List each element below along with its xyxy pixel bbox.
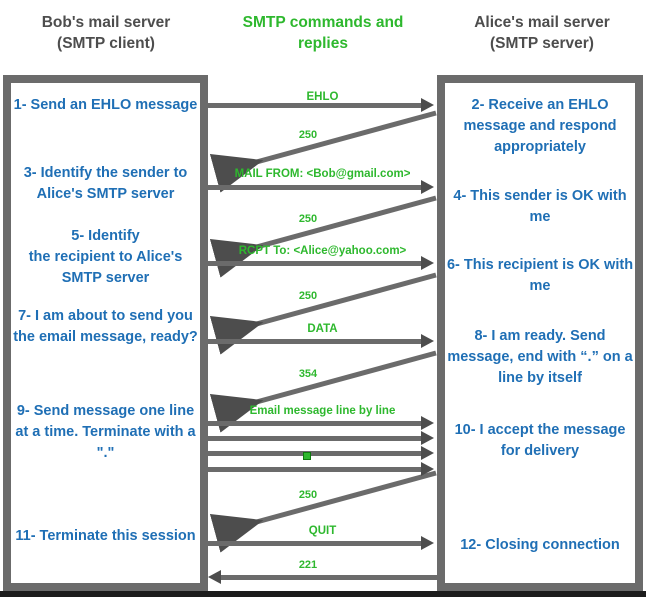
bottom-strip (0, 591, 646, 597)
arrow-body-1-head (421, 416, 434, 430)
server-step-2: 2- Receive an EHLO message and respond a… (463, 97, 617, 155)
label-354: 354 (298, 368, 318, 380)
arrow-quit-head (421, 536, 434, 550)
arrow-body-1-line (208, 421, 424, 426)
label-250-a: 250 (298, 129, 318, 141)
label-250-b: 250 (298, 213, 318, 225)
middle-header-line1: SMTP commands and (242, 14, 404, 31)
server-header-line1: Alice's mail server (474, 14, 610, 31)
client-step-1: 1- Send an EHLO message (13, 97, 198, 113)
arrow-221-line (221, 575, 437, 580)
client-header-line2: (SMTP client) (57, 35, 155, 52)
server-panel: 2- Receive an EHLO message and respond a… (437, 75, 643, 591)
server-step-10: 10- I accept the message for delivery (454, 422, 626, 459)
label-quit: QUIT (308, 525, 337, 537)
label-data: DATA (307, 323, 338, 335)
arrow-body-dot-line (208, 467, 424, 472)
end-of-message-dot-marker (303, 452, 311, 460)
server-step-6: 6- This recipient is OK with me (446, 257, 634, 294)
arrow-ehlo-head (421, 98, 434, 112)
label-250-d: 250 (298, 489, 318, 501)
middle-header-line2: replies (298, 35, 348, 52)
arrow-data-head (421, 334, 434, 348)
server-step-12: 12- Closing connection (460, 537, 620, 553)
message-lane: EHLO 250 MAIL FROM: <Bob@gmail.com> 250 … (208, 75, 437, 591)
arrow-body-3-line (208, 451, 424, 456)
arrow-mail-from-line (208, 185, 424, 190)
arrow-body-dot-head (421, 462, 434, 476)
arrow-data-line (208, 339, 424, 344)
arrow-rcpt-to-line (208, 261, 424, 266)
server-step-4: 4- This sender is OK with me (453, 188, 627, 225)
server-column-header: Alice's mail server (SMTP server) (440, 12, 644, 54)
server-panel-inner: 2- Receive an EHLO message and respond a… (445, 83, 635, 583)
client-step-5: 5- Identify the recipient to Alice's SMT… (28, 228, 183, 286)
arrow-250-a (209, 110, 437, 193)
arrow-quit-line (208, 541, 424, 546)
server-step-8: 8- I am ready. Send message, end with “.… (447, 328, 633, 386)
arrow-rcpt-to-head (421, 256, 434, 270)
server-header-line2: (SMTP server) (490, 35, 594, 52)
label-ehlo: EHLO (306, 91, 339, 103)
arrow-ehlo-line (208, 103, 424, 108)
arrow-body-2-head (421, 431, 434, 445)
label-rcpt-to: RCPT To: <Alice@yahoo.com> (238, 245, 407, 257)
label-mail-from: MAIL FROM: <Bob@gmail.com> (234, 168, 411, 180)
label-250-c: 250 (298, 290, 318, 302)
client-step-11: 11- Terminate this session (15, 528, 196, 544)
client-step-3: 3- Identify the sender to Alice's SMTP s… (23, 165, 188, 202)
client-column-header: Bob's mail server (SMTP client) (4, 12, 208, 54)
client-step-7: 7- I am about to send you the email mess… (13, 308, 198, 345)
client-header-line1: Bob's mail server (41, 14, 171, 31)
middle-column-header: SMTP commands and replies (214, 12, 432, 54)
arrow-mail-from-head (421, 180, 434, 194)
arrow-body-3-head (421, 446, 434, 460)
client-panel-inner: 1- Send an EHLO message 3- Identify the … (11, 83, 200, 583)
arrow-250-d (209, 470, 437, 553)
label-221: 221 (298, 559, 318, 571)
arrow-354 (209, 350, 437, 433)
arrow-221-head (208, 570, 221, 584)
label-email-body: Email message line by line (249, 405, 396, 417)
arrow-body-2-line (208, 436, 424, 441)
client-panel: 1- Send an EHLO message 3- Identify the … (3, 75, 208, 591)
client-step-9: 9- Send message one line at a time. Term… (15, 403, 196, 461)
